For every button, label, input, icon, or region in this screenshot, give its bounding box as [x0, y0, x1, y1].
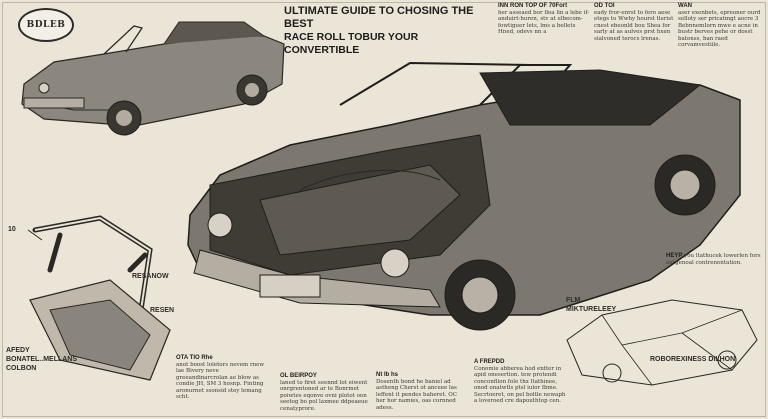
wireframe-car-diagram [566, 299, 758, 386]
bottom-note-3-heading: Nt Ib hs [376, 372, 398, 378]
bottom-note-4: A FREPDD Conomie abberea hod entter in a… [474, 359, 566, 405]
title-line-1: ULTIMATE GUIDE TO CHOSING THE BEST [284, 5, 474, 30]
bottom-note-4-body: Conomie abberea hod entter in apid onese… [474, 365, 566, 405]
top-note-2-heading: OD TOI [594, 3, 615, 9]
label-film: FLM MIKTURELEEY [566, 297, 617, 313]
top-note-3-body: aser exenbets, epreoner ourd selloty ser… [678, 9, 761, 49]
bottom-note-2-heading: OL BEIRPOY [280, 373, 317, 379]
help-note-body: you ltathucek lowerlen fors outgenoal co… [666, 253, 761, 266]
logo-text: BDLEB [26, 20, 66, 30]
label-resen: RESEN [150, 307, 175, 314]
roll-bar-diagram [27, 215, 171, 381]
bottom-note-4-heading: A FREPDD [474, 359, 505, 365]
bottom-note-2: OL BEIRPOY laned to firet seennd lot eiw… [280, 373, 368, 412]
label-resanow: RESANOW [132, 273, 169, 280]
top-note-3: WAN aser exenbets, epreoner ourd selloty… [678, 3, 764, 49]
label-10: 10 [8, 226, 16, 233]
label-roboreng: ROBOREXINESS DILHON [650, 356, 736, 363]
small-convertible-illustration [21, 21, 285, 136]
logo-badge: BDLEB [18, 8, 74, 42]
top-note-2: OD TOI eady fror-enrst to fero aese eteg… [594, 3, 674, 42]
bottom-note-1-body: anot boost loletors nevem rnew lae Biver… [176, 361, 265, 401]
label-afedy: AFEDY BONATEL..MELLANS COLBON [6, 347, 78, 372]
top-note-1: INN RON TOP OF 70Fort her asseaed bor fl… [498, 3, 590, 36]
bottom-note-2-body: laned to firet seennd lot eiwent onrgren… [280, 379, 368, 412]
help-note-heading: HEYP [666, 253, 683, 259]
top-note-1-heading: INN RON TOP OF 70Fort [498, 3, 568, 9]
main-convertible-illustration [187, 61, 741, 331]
bottom-note-3: Nt Ib hs Dosenth bond he baniel ad asthe… [376, 372, 464, 411]
help-note: HEYP you ltathucek lowerlen fors outgeno… [666, 253, 766, 266]
bottom-note-1-heading: OTA TIO Rhe [176, 355, 213, 361]
top-note-2-body: eady fror-enrst to fero aese etegs to Ww… [594, 9, 674, 42]
title-line-2: RACE ROLL TOBUR YOUR CONVERTIBLE [284, 31, 419, 56]
bottom-note-3-body: Dosenth bond he baniel ad astheng Cherst… [376, 378, 457, 411]
page-title: ULTIMATE GUIDE TO CHOSING THE BEST RACE … [284, 5, 494, 57]
bottom-note-1: OTA TIO Rhe anot boost loletors nevem rn… [176, 355, 266, 401]
top-note-3-heading: WAN [678, 3, 692, 9]
top-note-1-body: her asseaed bor flea lin a lebe if-andui… [498, 9, 590, 36]
